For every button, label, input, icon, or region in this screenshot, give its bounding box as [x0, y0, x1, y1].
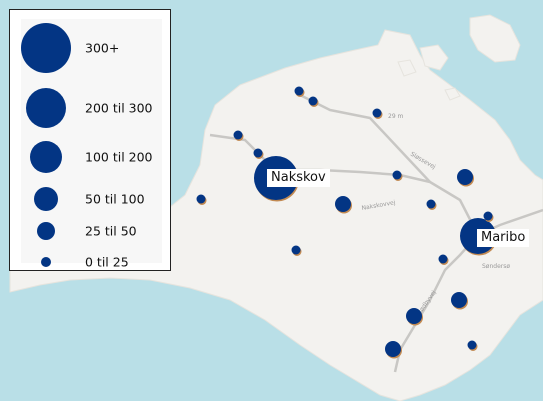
legend-symbol: [26, 88, 66, 128]
map-marker[interactable]: [457, 169, 473, 185]
map-marker[interactable]: [438, 254, 448, 264]
legend: 300+ 200 til 300 100 til 200 50 til 100 …: [9, 9, 171, 271]
legend-symbol: [34, 187, 58, 211]
map-marker[interactable]: [308, 96, 318, 106]
legend-symbol: [41, 257, 51, 267]
map-marker[interactable]: [335, 196, 351, 212]
map-marker[interactable]: [451, 292, 467, 308]
map-marker[interactable]: [426, 199, 436, 209]
land-area: [9, 29, 543, 401]
legend-panel: 300+ 200 til 300 100 til 200 50 til 100 …: [21, 19, 162, 270]
map-marker[interactable]: [385, 341, 401, 357]
island: [419, 44, 449, 71]
road-north: [299, 93, 431, 183]
legend-label: 0 til 25: [85, 254, 129, 270]
island: [397, 59, 417, 77]
road-label: 29 m: [388, 113, 404, 120]
map-marker[interactable]: [406, 308, 422, 324]
map-marker[interactable]: [291, 245, 301, 255]
map-marker[interactable]: [253, 148, 263, 158]
legend-label: 100 til 200: [85, 149, 153, 165]
map-marker[interactable]: [294, 86, 304, 96]
legend-label: 50 til 100: [85, 191, 145, 207]
map-marker[interactable]: [483, 211, 493, 221]
legend-label: 25 til 50: [85, 223, 137, 239]
map-marker[interactable]: [196, 194, 206, 204]
island: [444, 87, 461, 101]
island: [469, 14, 521, 63]
city-label-nakskov: Nakskov: [267, 169, 330, 187]
map-marker[interactable]: [372, 108, 382, 118]
legend-symbol: [30, 141, 62, 173]
legend-symbol: [21, 23, 71, 73]
city-label-maribo: Maribo: [477, 229, 530, 247]
legend-label: 200 til 300: [85, 100, 153, 116]
map-marker[interactable]: [392, 170, 402, 180]
map-marker[interactable]: [233, 130, 243, 140]
legend-label: 300+: [85, 40, 120, 56]
map-marker[interactable]: [467, 340, 477, 350]
legend-symbol: [37, 222, 55, 240]
lake-label: Søndersø: [482, 263, 510, 270]
